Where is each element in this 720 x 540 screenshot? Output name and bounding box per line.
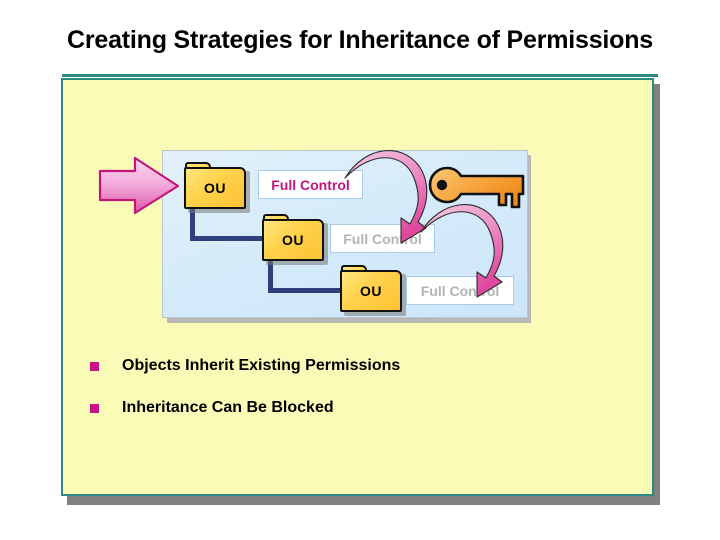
permission-box-level-3[interactable]: Full Control	[406, 276, 514, 305]
ou-folder-level-2[interactable]: OU	[262, 214, 328, 265]
folder-tab-icon	[185, 162, 211, 170]
bullet-marker-icon	[90, 361, 99, 371]
folder-tab-icon	[341, 265, 367, 273]
connector-line-1-vertical	[190, 204, 195, 241]
connector-line-2-horizontal	[268, 288, 340, 293]
bullet-item-1: Inheritance Can Be Blocked	[90, 399, 334, 417]
title-divider	[62, 74, 658, 77]
ou-folder-label: OU	[204, 180, 226, 196]
folder-body-icon	[340, 270, 402, 312]
folder-tab-icon	[263, 214, 289, 222]
page-title: Creating Strategies for Inheritance of P…	[67, 26, 653, 54]
connector-line-2-vertical	[268, 256, 273, 293]
folder-body-icon	[262, 219, 324, 261]
ou-folder-level-3[interactable]: OU	[340, 265, 406, 316]
bullet-marker-icon	[90, 403, 99, 413]
folder-body-icon	[184, 167, 246, 209]
permission-box-level-1[interactable]: Full Control	[258, 170, 363, 199]
connector-line-1-horizontal	[190, 236, 262, 241]
bullet-text: Inheritance Can Be Blocked	[122, 399, 334, 416]
bullet-item-0: Objects Inherit Existing Permissions	[90, 357, 400, 375]
permission-box-level-2[interactable]: Full Control	[330, 224, 435, 253]
ou-folder-level-1[interactable]: OU	[184, 162, 250, 213]
bullet-text: Objects Inherit Existing Permissions	[122, 357, 401, 374]
ou-folder-label: OU	[282, 232, 304, 248]
ou-folder-label: OU	[360, 283, 382, 299]
